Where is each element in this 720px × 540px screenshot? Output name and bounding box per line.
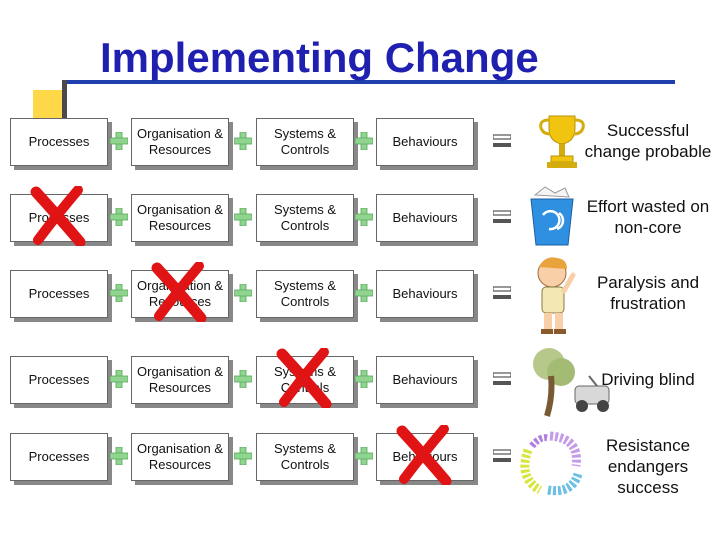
behaviours-label: Behaviours bbox=[392, 372, 458, 387]
plus-icon bbox=[110, 208, 128, 226]
systems-controls-label: Systems & Controls bbox=[273, 441, 337, 472]
processes-label: Processes bbox=[28, 372, 90, 387]
waste-bin-icon bbox=[525, 185, 579, 252]
decorative-square bbox=[33, 90, 63, 118]
systems-controls-label: Systems & Controls bbox=[273, 278, 337, 309]
plus-icon bbox=[234, 370, 252, 388]
systems-controls-label: Systems & Controls bbox=[273, 126, 337, 157]
cross-icon bbox=[151, 261, 207, 324]
organisation-resources-label: Organisation & Resources bbox=[137, 441, 223, 472]
equals-icon bbox=[493, 284, 511, 302]
processes-box: Processes bbox=[10, 356, 108, 404]
page-title: Implementing Change bbox=[100, 34, 539, 81]
outcome-label: Effort wasted on non-core bbox=[586, 197, 710, 237]
processes-box: Processes bbox=[10, 118, 108, 166]
plus-icon bbox=[110, 284, 128, 302]
crashed-tree-icon bbox=[527, 346, 617, 423]
equals-icon bbox=[493, 208, 511, 226]
behaviours-box: Behaviours bbox=[376, 270, 474, 318]
trophy-icon bbox=[537, 112, 587, 177]
plus-icon bbox=[110, 370, 128, 388]
equals-icon bbox=[493, 447, 511, 465]
outcome-label: Paralysis and frustration bbox=[596, 273, 700, 313]
organisation-resources-box: Organisation & Resources bbox=[131, 118, 229, 166]
plus-icon bbox=[234, 208, 252, 226]
cross-icon bbox=[276, 347, 332, 410]
behaviours-box: Behaviours bbox=[376, 194, 474, 242]
processes-box: Processes bbox=[10, 433, 108, 481]
organisation-resources-box: Organisation & Resources bbox=[131, 356, 229, 404]
cross-icon bbox=[30, 185, 86, 248]
systems-controls-box: Systems & Controls bbox=[256, 194, 354, 242]
outcome-label: Successful change probable bbox=[584, 121, 712, 161]
processes-box: Processes bbox=[10, 270, 108, 318]
behaviours-label: Behaviours bbox=[392, 286, 458, 301]
systems-controls-box: Systems & Controls bbox=[256, 270, 354, 318]
systems-controls-label: Systems & Controls bbox=[273, 202, 337, 233]
frustrated-person-icon bbox=[527, 255, 581, 342]
plus-icon bbox=[355, 208, 373, 226]
systems-controls-box: Systems & Controls bbox=[256, 118, 354, 166]
systems-controls-box: Systems & Controls bbox=[256, 433, 354, 481]
equals-icon bbox=[493, 370, 511, 388]
organisation-resources-box: Organisation & Resources bbox=[131, 433, 229, 481]
plus-icon bbox=[234, 132, 252, 150]
outcome-label: Resistance endangers success bbox=[605, 436, 691, 497]
plus-icon bbox=[234, 447, 252, 465]
plus-icon bbox=[355, 447, 373, 465]
behaviours-label: Behaviours bbox=[392, 134, 458, 149]
organisation-resources-label: Organisation & Resources bbox=[137, 202, 223, 233]
processes-label: Processes bbox=[28, 134, 90, 149]
organisation-resources-label: Organisation & Resources bbox=[137, 364, 223, 395]
behaviours-box: Behaviours bbox=[376, 118, 474, 166]
equals-icon bbox=[493, 132, 511, 150]
processes-label: Processes bbox=[28, 449, 90, 464]
plus-icon bbox=[110, 132, 128, 150]
tangled-wires-icon bbox=[514, 428, 586, 505]
outcome-label: Driving blind bbox=[601, 369, 695, 389]
decorative-vertical-bar bbox=[62, 80, 67, 120]
behaviours-box: Behaviours bbox=[376, 356, 474, 404]
plus-icon bbox=[355, 284, 373, 302]
cross-icon bbox=[396, 424, 452, 487]
processes-label: Processes bbox=[28, 286, 90, 301]
plus-icon bbox=[355, 132, 373, 150]
title-underline bbox=[67, 80, 675, 84]
behaviours-label: Behaviours bbox=[392, 210, 458, 225]
plus-icon bbox=[355, 370, 373, 388]
organisation-resources-box: Organisation & Resources bbox=[131, 194, 229, 242]
organisation-resources-label: Organisation & Resources bbox=[137, 126, 223, 157]
plus-icon bbox=[234, 284, 252, 302]
plus-icon bbox=[110, 447, 128, 465]
